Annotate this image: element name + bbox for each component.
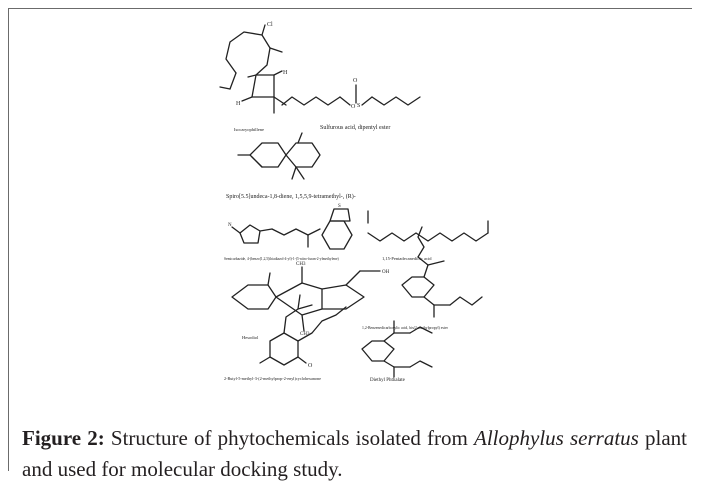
structure-spiro-undecadiene: [237, 132, 321, 180]
compound-label-5: 1,15-Pentadecanedioic acid: [382, 256, 432, 262]
atom-o-3: O: [308, 363, 313, 369]
structure-butyl-cyclohexanone: [259, 294, 347, 366]
structure-isocaryophillene: [219, 24, 287, 114]
caption-text-a: Structure of phytochemicals isolated fro…: [104, 426, 475, 450]
caption-species: serratus: [570, 426, 639, 450]
compound-label-9: Diethyl Phthalate: [370, 378, 406, 383]
atom-n-1: N: [228, 223, 232, 228]
atom-s-2: S: [338, 204, 341, 209]
figure-label: Figure 2:: [22, 426, 105, 450]
compound-label-4: Semicarbazide, 4-(benzo[1,2,5]thiadiazol…: [224, 257, 340, 262]
structure-pentadecanedioic-acid: [367, 210, 489, 242]
compound-label-7: 1,2-Benzenedicarboxylic acid, bis(2-meth…: [362, 326, 449, 331]
compound-label-1: Isocaryophillene: [234, 127, 264, 132]
structures-image: Cl H H Isocaryophillene O S O Sulfurous …: [219, 22, 489, 383]
structure-hesodiol: [231, 266, 381, 332]
atom-o-2: O: [353, 78, 358, 84]
atom-s-1: S: [357, 103, 360, 109]
structure-bis-methylpropyl-phthalate: [401, 226, 483, 318]
structure-sulfurous-acid: [281, 84, 421, 106]
caption-genus: Allophylus: [474, 426, 564, 450]
caption-text-c: plant and used for molecular docking stu…: [22, 426, 687, 481]
atom-o-1: O: [351, 104, 356, 110]
compound-label-6: Hesodiol: [242, 335, 259, 340]
atom-oh-1: OH: [382, 270, 390, 275]
compound-label-3: Spiro[5.5]undeca-1,8-diene, 1,5,5,9-tetr…: [226, 193, 356, 200]
structures-figure: Cl H H Isocaryophillene O S O Sulfurous …: [212, 15, 502, 385]
atom-h-2: H: [236, 101, 241, 107]
atom-ch3-2: CH3: [300, 332, 310, 337]
atom-cl-1: Cl: [267, 22, 273, 28]
figure-caption: Figure 2: Structure of phytochemicals is…: [22, 423, 687, 485]
compound-label-8: 2-Butyl-5-methyl-3-(2-methylprop-2-enyl)…: [224, 376, 321, 381]
atom-ch3-1: CH3: [296, 262, 306, 267]
structure-diethyl-phthalate: [361, 320, 433, 378]
structure-semicarbazide: [231, 208, 353, 250]
atom-h-1: H: [283, 70, 288, 76]
figure-frame: [8, 8, 692, 471]
compound-label-2: Sulfurous acid, dipentyl ester: [320, 124, 390, 131]
